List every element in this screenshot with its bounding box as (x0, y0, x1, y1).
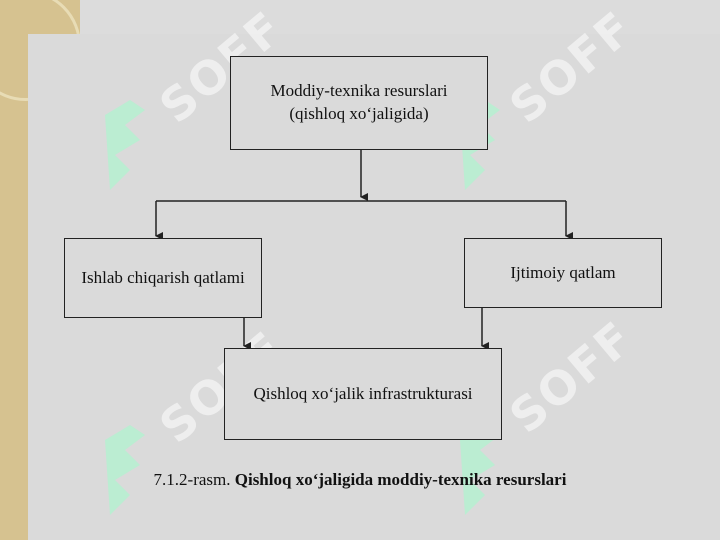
node-subtitle: (qishloq xo‘jaligida) (289, 104, 429, 123)
caption-prefix: 7.1.2-rasm. (153, 470, 231, 489)
node-label: Ijtimoiy qatlam (510, 262, 616, 282)
node-title: Moddiy-texnika resurslari (270, 81, 448, 101)
node-social-layer: Ijtimoiy qatlam (464, 238, 662, 308)
figure-caption: 7.1.2-rasm. Qishloq xo‘jaligida moddiy-t… (0, 470, 720, 490)
node-infrastructure: Qishloq xo‘jalik infrastrukturasi (224, 348, 502, 440)
watermark-logo-icon (460, 425, 500, 515)
node-material-resources: Moddiy-texnika resurslari (qishloq xo‘jal… (230, 56, 488, 150)
node-label: Ishlab chiqarish qatlami (81, 267, 245, 287)
caption-title: Qishloq xo‘jaligida moddiy-texnika resur… (234, 470, 567, 489)
node-label: Qishloq xo‘jalik infrastrukturasi (253, 383, 473, 403)
watermark-logo-icon (105, 425, 145, 515)
node-production-layer: Ishlab chiqarish qatlami (64, 238, 262, 318)
watermark-logo-icon (105, 100, 145, 190)
top-band (80, 0, 720, 34)
